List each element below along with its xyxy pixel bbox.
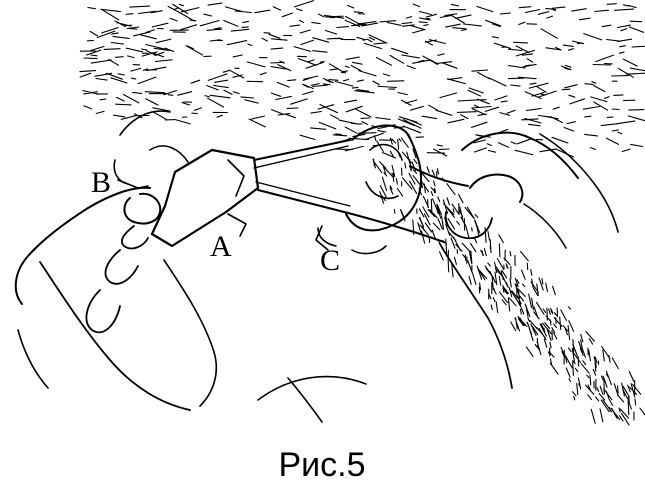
thread-lower [352,214,444,242]
figure-caption: Рис.5 [278,446,365,484]
face-contour [114,111,188,184]
label-a: A [210,230,232,263]
leader-b [118,180,148,188]
label-b: B [91,166,111,199]
collar-line [258,377,366,422]
speculum-instrument [152,140,352,246]
hair-strokes [80,1,645,425]
left-hand [16,188,217,410]
hair-texture [80,1,645,425]
label-c: C [320,244,340,277]
